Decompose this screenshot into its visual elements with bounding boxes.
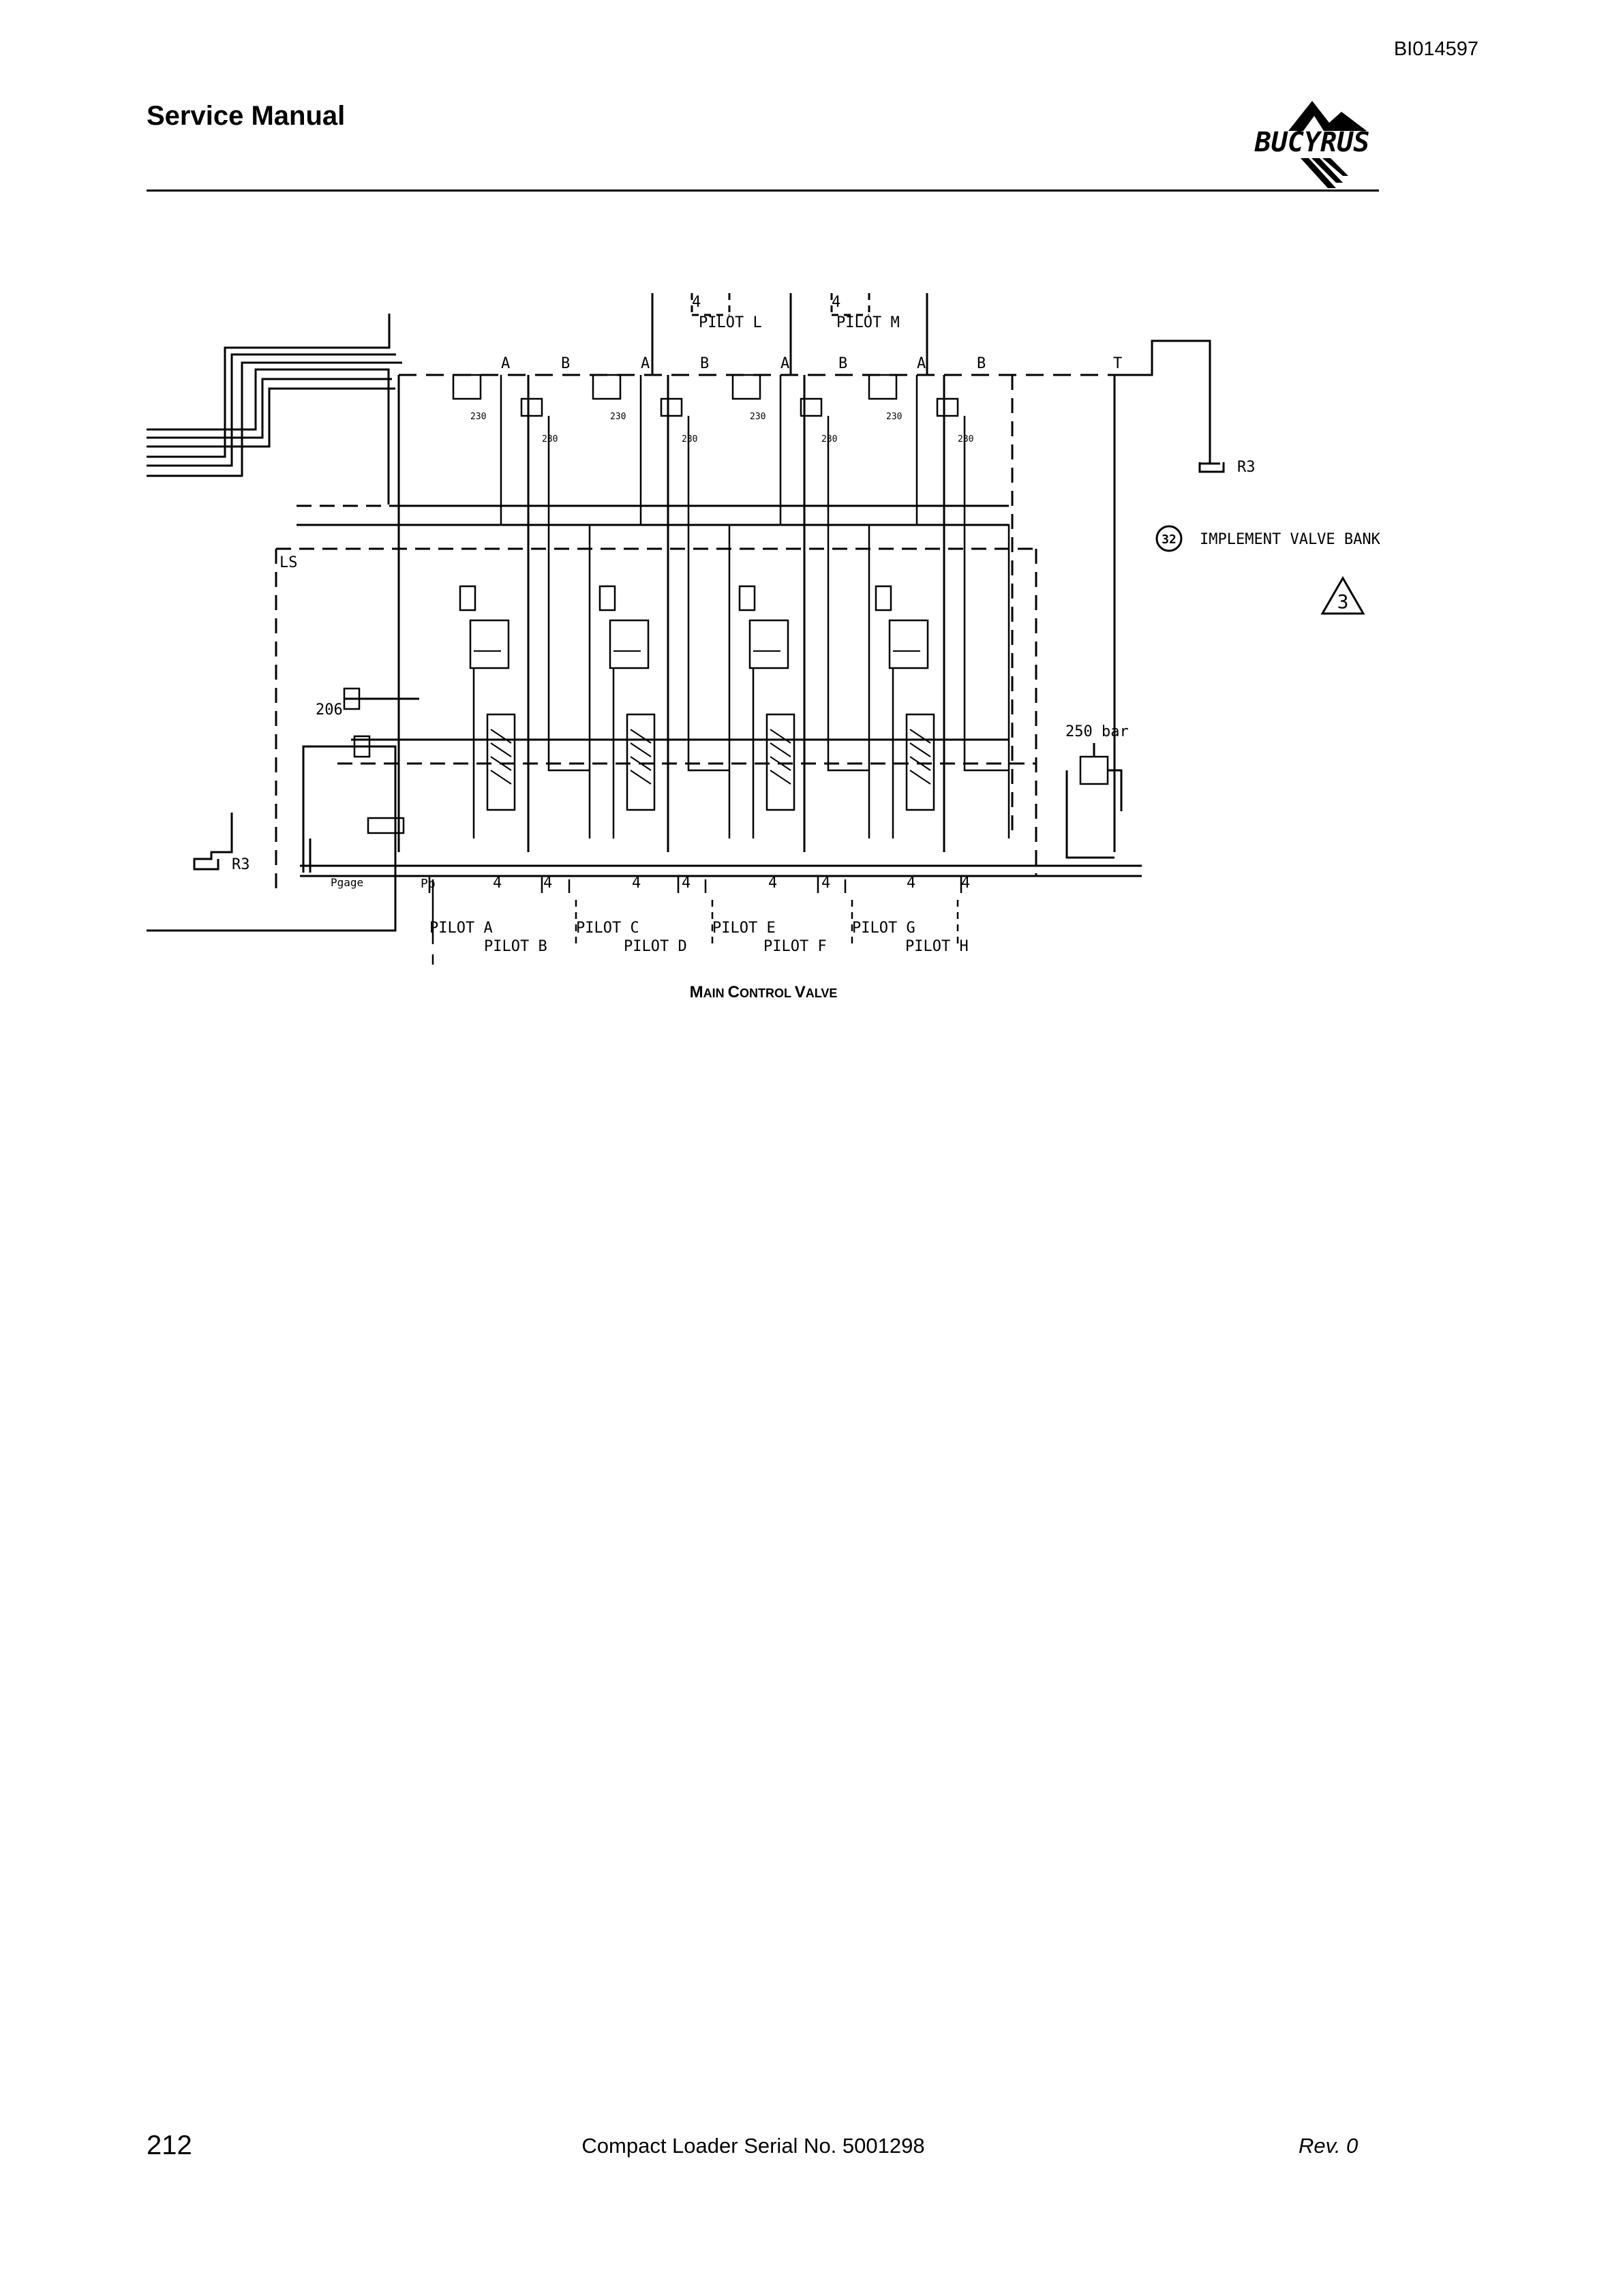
relief-value-2: 230 bbox=[542, 434, 558, 444]
page-title: Service Manual bbox=[147, 101, 346, 131]
port-t: T bbox=[1113, 355, 1122, 372]
pilot-g: PILOT G bbox=[852, 920, 915, 937]
relief-value-8: 230 bbox=[958, 434, 973, 444]
relief-value-5: 230 bbox=[750, 412, 765, 422]
header-rule bbox=[147, 190, 1379, 192]
pilot-b: PILOT B bbox=[484, 938, 547, 955]
port-a-3: A bbox=[780, 355, 789, 372]
pilot-f: PILOT F bbox=[763, 938, 827, 955]
tank-r3-left: R3 bbox=[232, 856, 250, 873]
relief-value-3: 230 bbox=[610, 412, 626, 422]
main-relief-label: 250 bar bbox=[1065, 723, 1129, 740]
callout-text: IMPLEMENT VALVE BANK bbox=[1200, 531, 1380, 548]
reducing-value: 206 bbox=[316, 701, 343, 719]
port-a-4: A bbox=[917, 355, 926, 372]
callout-circle bbox=[1155, 525, 1183, 552]
port-b-1: B bbox=[561, 355, 570, 372]
logo-text: BUCYRUS bbox=[1254, 127, 1370, 158]
relief-value-7: 230 bbox=[886, 412, 902, 422]
port-b-3: B bbox=[838, 355, 847, 372]
pilot-h: PILOT H bbox=[905, 938, 969, 955]
top-pilot-m: PILOT M bbox=[836, 314, 900, 331]
top-pilot-count-l: 4 bbox=[692, 294, 701, 311]
bucyrus-logo: BUCYRUS bbox=[1254, 101, 1370, 188]
tank-r3-right: R3 bbox=[1237, 459, 1256, 476]
figure-caption: MAIN CONTROL VALVE bbox=[0, 983, 1527, 1002]
revision-triangle-number: 3 bbox=[1337, 590, 1349, 613]
relief-value-4: 230 bbox=[682, 434, 697, 444]
bottom-count-7: 4 bbox=[907, 875, 915, 892]
bottom-count-5: 4 bbox=[768, 875, 777, 892]
caption-text: MAIN CONTROL VALVE bbox=[689, 983, 838, 1001]
top-pilot-l: PILOT L bbox=[699, 314, 762, 331]
relief-value-6: 230 bbox=[821, 434, 837, 444]
bottom-count-2: 4 bbox=[543, 875, 552, 892]
footer-model: Compact Loader Serial No. 5001298 bbox=[581, 2134, 925, 2158]
document-id: BI014597 bbox=[1393, 38, 1478, 60]
port-a-1: A bbox=[501, 355, 510, 372]
pilot-d: PILOT D bbox=[624, 938, 687, 955]
bottom-count-4: 4 bbox=[682, 875, 691, 892]
valve-sections bbox=[452, 374, 1010, 839]
bottom-count-8: 4 bbox=[961, 875, 970, 892]
ls-label: LS bbox=[279, 554, 298, 571]
bottom-count-1: 4 bbox=[493, 875, 502, 892]
port-a-2: A bbox=[641, 355, 650, 372]
top-pilot-count-m: 4 bbox=[832, 294, 840, 311]
footer-revision: Rev. 0 bbox=[1299, 2134, 1359, 2158]
callout-number: 32 bbox=[1162, 532, 1177, 547]
port-b-4: B bbox=[977, 355, 986, 372]
pump-gage: Pgage bbox=[331, 876, 363, 889]
pump-pp: Pp bbox=[421, 877, 436, 891]
hydraulic-schematic: 4 4 PILOT L PILOT M A B A B A B A B T 23… bbox=[147, 293, 1380, 965]
revision-triangle bbox=[1320, 575, 1365, 615]
relief-value-1: 230 bbox=[470, 412, 486, 422]
port-b-2: B bbox=[700, 355, 709, 372]
page-number: 212 bbox=[147, 2130, 192, 2160]
pilot-e: PILOT E bbox=[712, 920, 776, 937]
bottom-count-3: 4 bbox=[632, 875, 641, 892]
bottom-count-6: 4 bbox=[821, 875, 830, 892]
pilot-a: PILOT A bbox=[429, 920, 493, 937]
pilot-c: PILOT C bbox=[576, 920, 639, 937]
